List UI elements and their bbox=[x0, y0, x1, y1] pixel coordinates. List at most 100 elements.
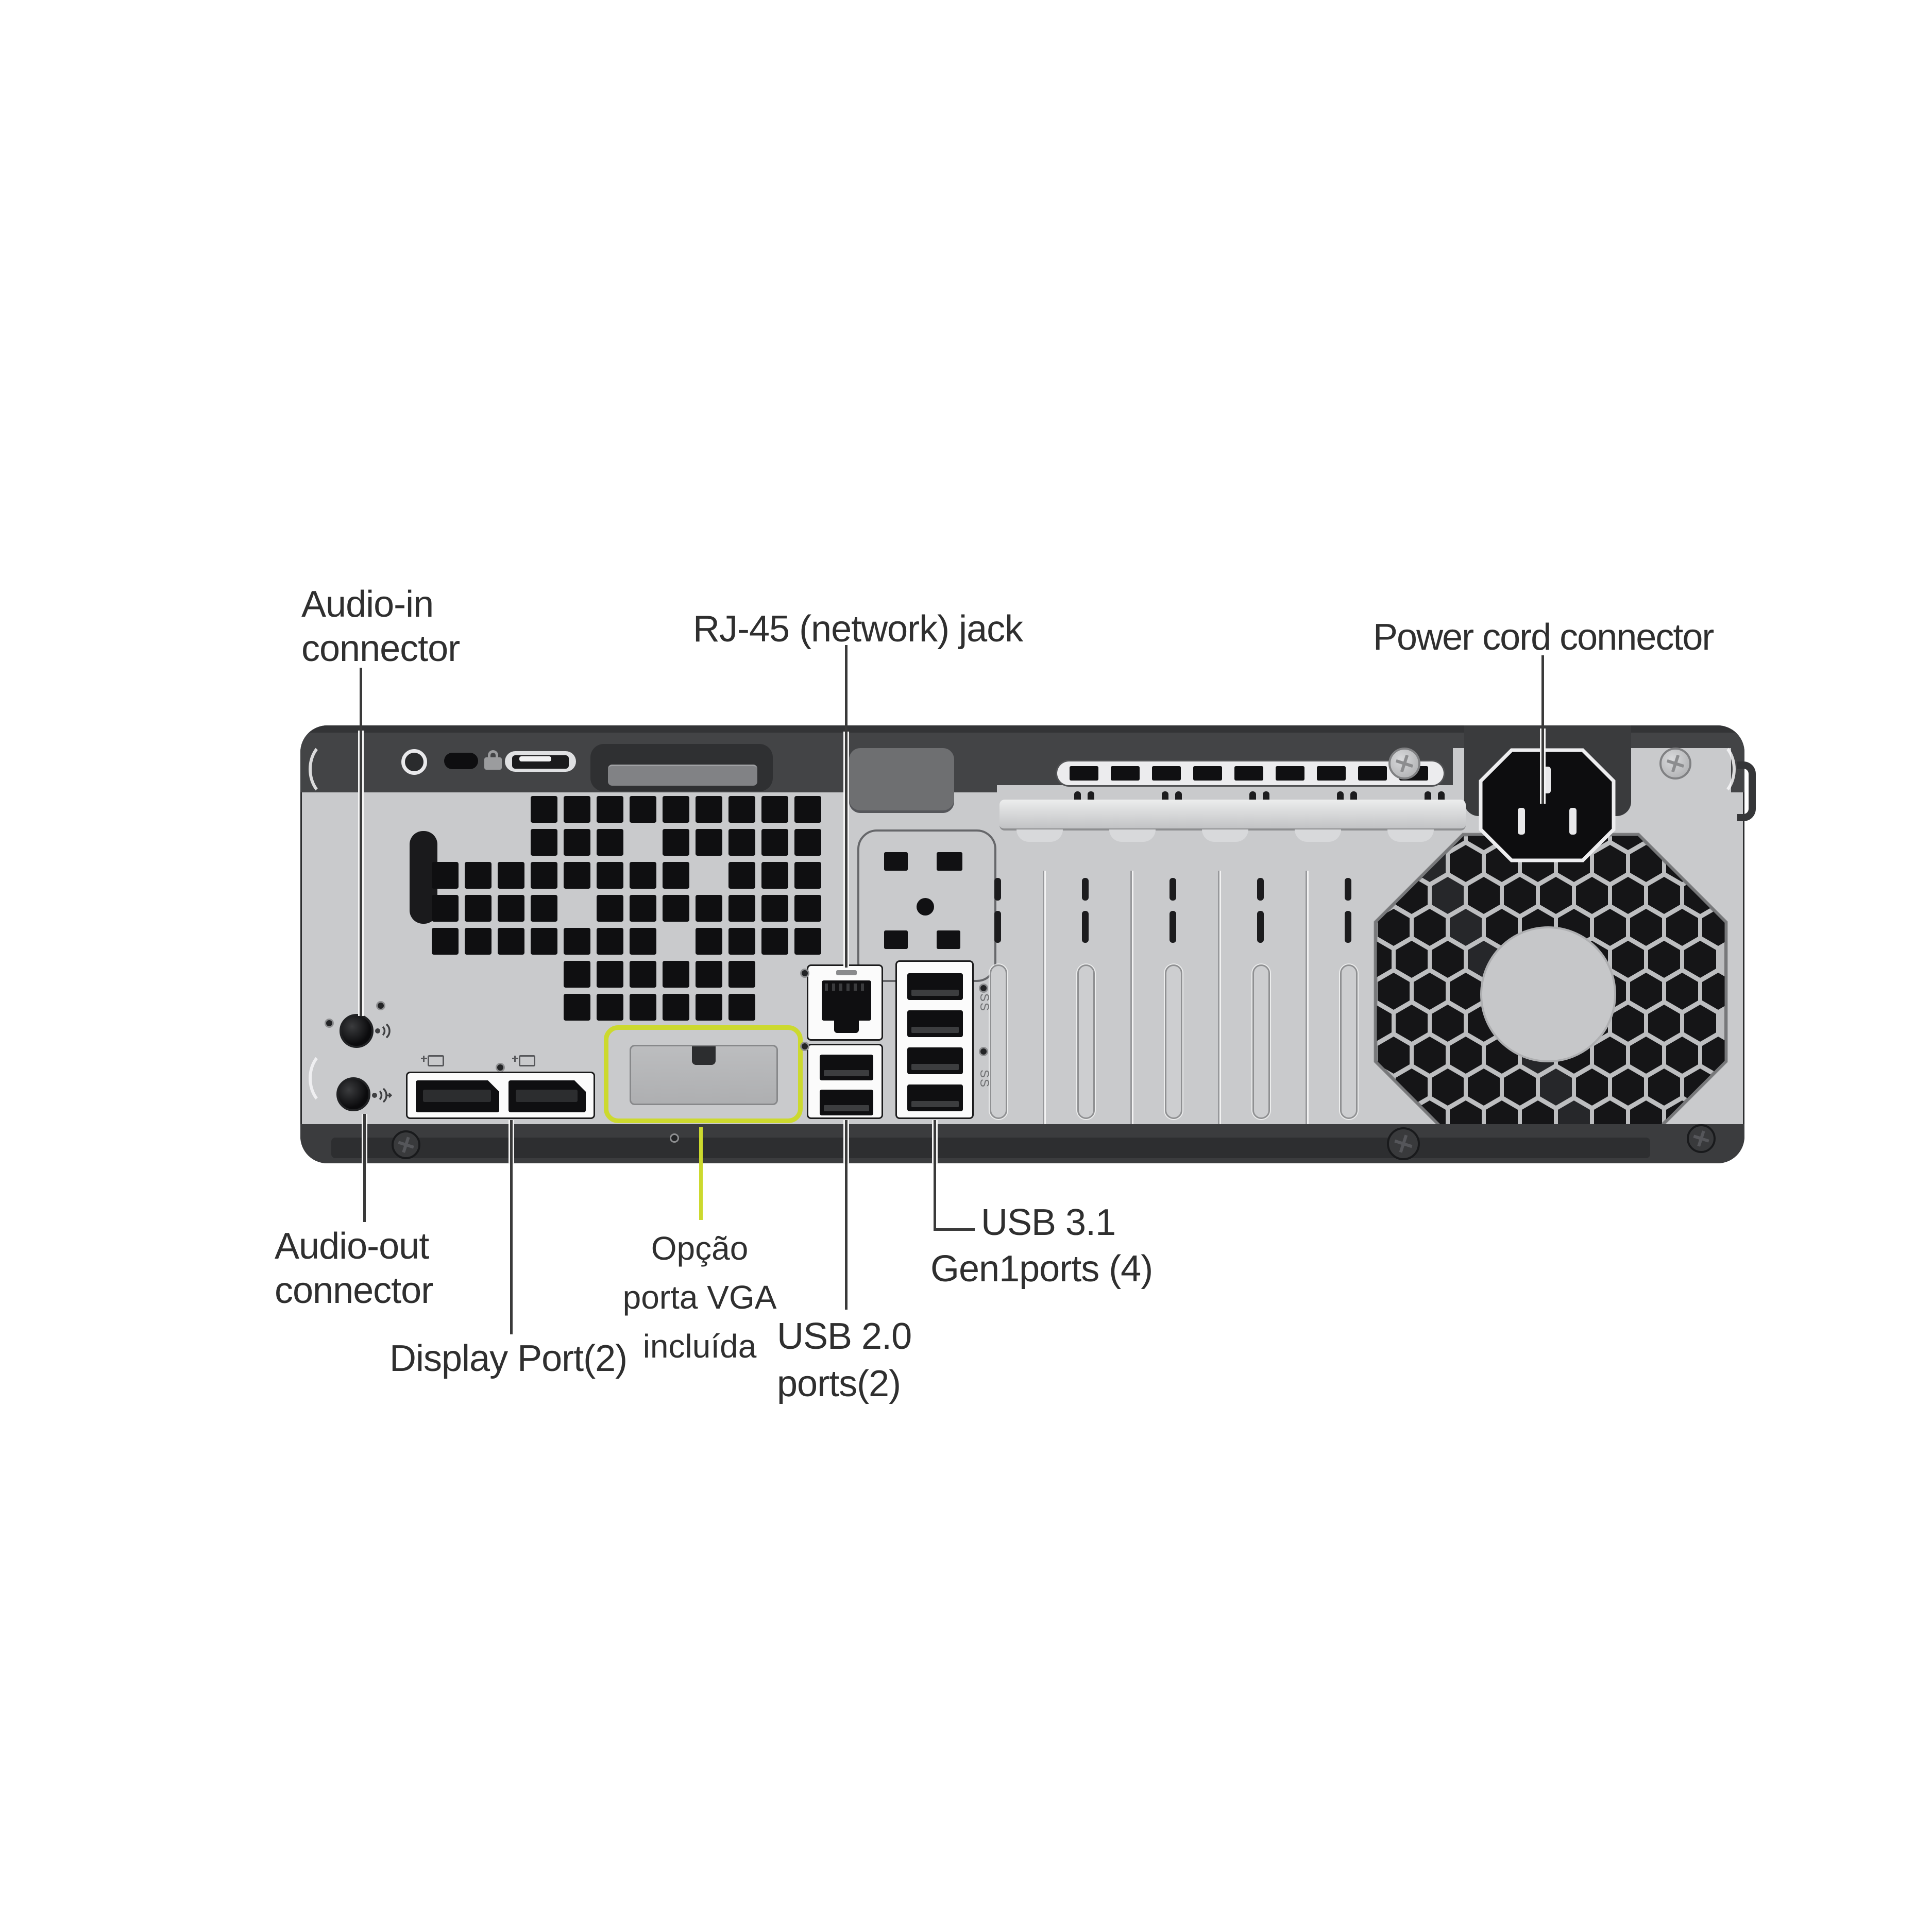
leader-usb31-over bbox=[932, 1120, 938, 1164]
scallop bbox=[1202, 829, 1248, 842]
vent-hole bbox=[597, 829, 623, 856]
cable-hook bbox=[1737, 761, 1756, 821]
label-line: Opção bbox=[651, 1230, 749, 1267]
label-usb2-ports: USB 2.0 ports(2) bbox=[777, 1313, 912, 1408]
hex-vent-hole bbox=[1612, 835, 1644, 850]
slot-cover-tick bbox=[1082, 878, 1089, 901]
usb2-port bbox=[820, 1090, 873, 1115]
vent-hole bbox=[630, 895, 656, 922]
vent-slot bbox=[1234, 766, 1263, 781]
hex-vent-hole bbox=[1648, 1069, 1680, 1106]
hex-vent-hole bbox=[1450, 1037, 1482, 1074]
plate-clip bbox=[692, 1046, 716, 1065]
hex-vent-hole bbox=[1630, 909, 1662, 946]
inlet-neutral-pin bbox=[1569, 808, 1577, 835]
leader-audio-in bbox=[360, 668, 362, 731]
slot-cover-slot bbox=[1340, 964, 1358, 1119]
slot-cover-tick bbox=[994, 911, 1001, 943]
vent-hole bbox=[761, 862, 788, 889]
inlet-line-pin bbox=[1518, 808, 1525, 835]
hex-vent-hole bbox=[1396, 1005, 1428, 1042]
hex-vent-hole bbox=[1612, 1069, 1644, 1106]
label-display-port: Display Port(2) bbox=[389, 1338, 628, 1379]
displayport-block bbox=[406, 1072, 595, 1119]
vent-hole bbox=[564, 994, 590, 1021]
serial-port-knockout-plate bbox=[857, 829, 996, 982]
hex-vent-hole bbox=[1702, 845, 1726, 882]
hex-vent-hole bbox=[1702, 909, 1726, 946]
audio-out-icon bbox=[372, 1088, 392, 1103]
leader-rj45-over bbox=[843, 732, 849, 968]
vent-hole bbox=[663, 862, 689, 889]
vent-hole bbox=[663, 829, 689, 856]
vent-hole bbox=[564, 862, 590, 889]
hex-vent-hole bbox=[1594, 1037, 1626, 1074]
vent-hole bbox=[794, 862, 821, 889]
vent-hole bbox=[630, 994, 656, 1021]
screw-hole bbox=[979, 984, 988, 993]
slot-cover-groove bbox=[1130, 871, 1132, 1126]
screw-dark bbox=[1387, 1127, 1420, 1160]
rj45-port bbox=[807, 964, 883, 1041]
usb-tongue bbox=[911, 1027, 959, 1033]
hex-vent-hole bbox=[1648, 835, 1680, 850]
vent-hole bbox=[728, 994, 755, 1021]
label-rj45-jack: RJ-45 (network) jack bbox=[693, 608, 1023, 650]
vent-slot bbox=[1276, 766, 1304, 781]
leader-power-over bbox=[1540, 728, 1546, 804]
hex-vent-hole bbox=[1376, 1005, 1392, 1042]
hex-vent-hole bbox=[1432, 877, 1464, 914]
vent-hole bbox=[630, 862, 656, 889]
leader-usb2-over bbox=[843, 1120, 849, 1164]
slot-cover-slot bbox=[990, 964, 1007, 1119]
dp-slot bbox=[423, 1090, 491, 1102]
label-line: USB 2.0 bbox=[777, 1316, 912, 1357]
vent-hole bbox=[761, 796, 788, 823]
knockout-slot bbox=[937, 852, 962, 871]
hex-vent-hole bbox=[1540, 877, 1572, 914]
vent-hole bbox=[564, 928, 590, 955]
screw-hole bbox=[376, 1001, 385, 1010]
label-line: porta VGA bbox=[622, 1279, 777, 1316]
displayport-port bbox=[416, 1080, 499, 1112]
hex-vent-hole bbox=[1432, 941, 1464, 978]
hex-vent-hole bbox=[1648, 877, 1680, 914]
label-usb31-line2: Gen1ports (4) bbox=[930, 1248, 1153, 1290]
vent-hole bbox=[597, 928, 623, 955]
vent-hole bbox=[531, 829, 557, 856]
vent-hole bbox=[597, 961, 623, 988]
leader-power bbox=[1541, 655, 1544, 728]
hex-vent-hole bbox=[1630, 973, 1662, 1010]
rj45-pins bbox=[825, 984, 868, 991]
vent-hole bbox=[728, 796, 755, 823]
vent-hole bbox=[498, 862, 524, 889]
screw-hole bbox=[800, 1042, 809, 1051]
hex-vent-hole bbox=[1576, 877, 1608, 914]
hex-vent-hole bbox=[1612, 877, 1644, 914]
vent-hole bbox=[663, 895, 689, 922]
hex-vent-hole bbox=[1414, 1037, 1446, 1074]
vent-hole bbox=[531, 895, 557, 922]
security-loop-icon bbox=[401, 749, 427, 775]
usb-tongue bbox=[911, 1064, 959, 1070]
scallop bbox=[1016, 829, 1063, 842]
vga-option-blank-plate bbox=[630, 1045, 778, 1105]
vent-hole bbox=[630, 796, 656, 823]
vent-hole bbox=[728, 829, 755, 856]
screw-dark bbox=[1687, 1124, 1716, 1153]
slot-cover-tick bbox=[1082, 911, 1089, 943]
padlock-icon bbox=[488, 750, 498, 759]
label-vga-option: Opção porta VGA incluída bbox=[623, 1224, 777, 1371]
vent-hole bbox=[432, 928, 459, 955]
rj45-clip bbox=[834, 1018, 859, 1033]
label-line: ports(2) bbox=[777, 1363, 901, 1404]
hex-vent-hole bbox=[1432, 1005, 1464, 1042]
vent-hole bbox=[761, 829, 788, 856]
vent-hole bbox=[761, 928, 788, 955]
usb31-port bbox=[907, 1084, 963, 1111]
leader-rj45 bbox=[845, 645, 848, 732]
hex-vent-hole bbox=[1486, 909, 1518, 946]
hex-vent-hole bbox=[1414, 973, 1446, 1010]
fan-grille bbox=[1374, 833, 1728, 1151]
slot-cover-tick bbox=[994, 878, 1001, 901]
